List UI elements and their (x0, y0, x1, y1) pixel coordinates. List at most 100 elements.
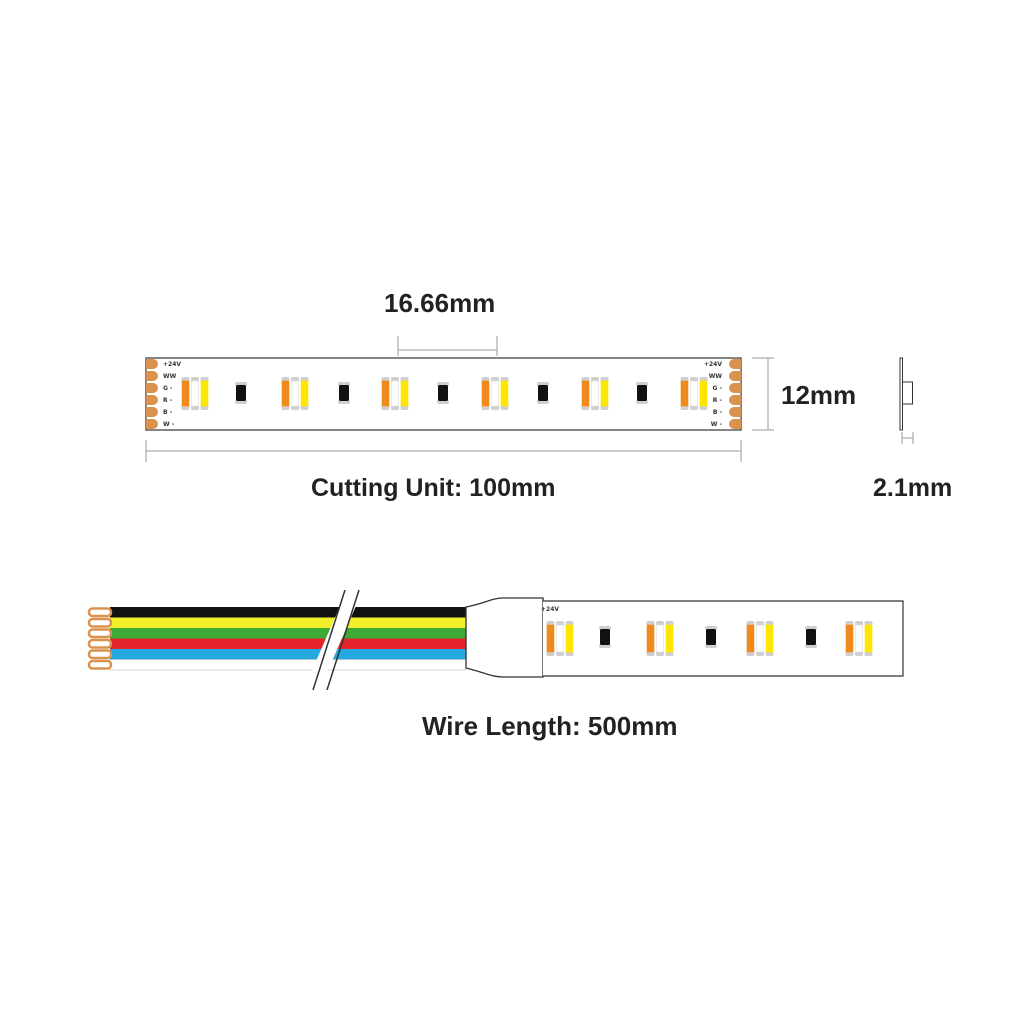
led-chip (864, 624, 873, 653)
led-chip (600, 380, 609, 407)
bottom-led-group (546, 621, 574, 656)
ic-chip (806, 629, 816, 645)
copper-pad-left (146, 371, 158, 381)
wire-length-label: Wire Length: 500mm (422, 711, 678, 741)
ic-chip (637, 385, 647, 401)
led-chip (746, 624, 755, 653)
copper-pad-right (729, 383, 741, 393)
wire-conductor (110, 617, 466, 628)
pad-label-left: R - (163, 397, 173, 404)
led-chip (381, 380, 390, 407)
bottom-ic-chip-group (705, 626, 717, 648)
led-chip (400, 380, 409, 407)
bottom-ic-chip-group (805, 626, 817, 648)
pad-label-bottom: +24V (541, 606, 559, 613)
copper-pad-left (146, 383, 158, 393)
wire-copper-tip (87, 659, 113, 670)
copper-pad-left (146, 359, 158, 369)
pad-label-left: WW (163, 373, 177, 380)
copper-pad-left (146, 395, 158, 405)
break-gap (310, 606, 356, 675)
led-chip (656, 624, 664, 653)
led-chip (845, 624, 854, 653)
copper-pad-right (729, 359, 741, 369)
copper-pad-right (729, 371, 741, 381)
bottom-led-group (845, 621, 873, 656)
wire-copper-tip (87, 617, 113, 628)
bottom-led-group (646, 621, 674, 656)
led-group (481, 377, 509, 410)
led-chip (556, 624, 564, 653)
led-chip (481, 380, 490, 407)
led-chip (291, 380, 299, 407)
led-chip (391, 380, 399, 407)
ic-chip (236, 385, 246, 401)
pad-label-left: B - (163, 409, 173, 416)
cutting-unit-label: Cutting Unit: 100mm (311, 474, 556, 502)
led-group (680, 377, 708, 410)
copper-pad-right (729, 419, 741, 429)
ic-chip-group (636, 382, 648, 404)
led-chip (181, 380, 190, 407)
ic-chip (538, 385, 548, 401)
led-chip (581, 380, 590, 407)
led-chip (855, 624, 863, 653)
bottom-led-group (746, 621, 774, 656)
led-chip (680, 380, 689, 407)
ic-chip-group (437, 382, 449, 404)
pad-label-left: G - (163, 385, 173, 392)
led-group (581, 377, 609, 410)
copper-pad-left (146, 419, 158, 429)
profile-led (902, 381, 913, 405)
bottom-strip-body (543, 600, 904, 677)
led-chip (191, 380, 199, 407)
led-chip (300, 380, 309, 407)
led-chip (591, 380, 599, 407)
pad-label-left: +24V (163, 361, 181, 368)
led-chip (200, 380, 209, 407)
led-chip (756, 624, 764, 653)
led-pitch-label: 16.66mm (384, 288, 496, 318)
pad-label-right: G - (712, 385, 722, 392)
led-chip (281, 380, 290, 407)
led-chip (500, 380, 509, 407)
led-chip (690, 380, 698, 407)
bottom-ic-chip-group (599, 626, 611, 648)
ic-chip (339, 385, 349, 401)
led-chip (765, 624, 774, 653)
pad-label-right: +24V (704, 361, 722, 368)
pad-label-right: B - (713, 409, 723, 416)
pad-label-right: WW (709, 373, 723, 380)
wire-copper-tip (87, 649, 113, 660)
thickness-label: 2.1mm (873, 474, 953, 502)
wire-conductor (110, 638, 466, 649)
wire-copper-tip (87, 607, 113, 618)
led-chip (646, 624, 655, 653)
wire-conductor (110, 649, 466, 660)
pad-label-right: W - (711, 421, 723, 428)
break-mark (326, 589, 360, 691)
wire-copper-tip (87, 638, 113, 649)
break-mark (312, 589, 346, 691)
led-chip (699, 380, 708, 407)
ic-chip (706, 629, 716, 645)
pad-label-right: R - (713, 397, 723, 404)
led-group (181, 377, 209, 410)
wire-copper-tip (87, 628, 113, 639)
heat-shrink-sleeve (465, 597, 544, 678)
ic-chip-group (537, 382, 549, 404)
led-chip (546, 624, 555, 653)
ic-chip (600, 629, 610, 645)
pad-label-left: W - (163, 421, 175, 428)
wire-conductor (109, 659, 467, 671)
ic-chip-group (235, 382, 247, 404)
wire-conductor (110, 607, 466, 618)
wire-conductor (110, 628, 466, 639)
led-chip (565, 624, 574, 653)
ic-chip (438, 385, 448, 401)
ic-chip-group (338, 382, 350, 404)
copper-pad-right (729, 395, 741, 405)
copper-pad-right (729, 407, 741, 417)
copper-pad-left (146, 407, 158, 417)
